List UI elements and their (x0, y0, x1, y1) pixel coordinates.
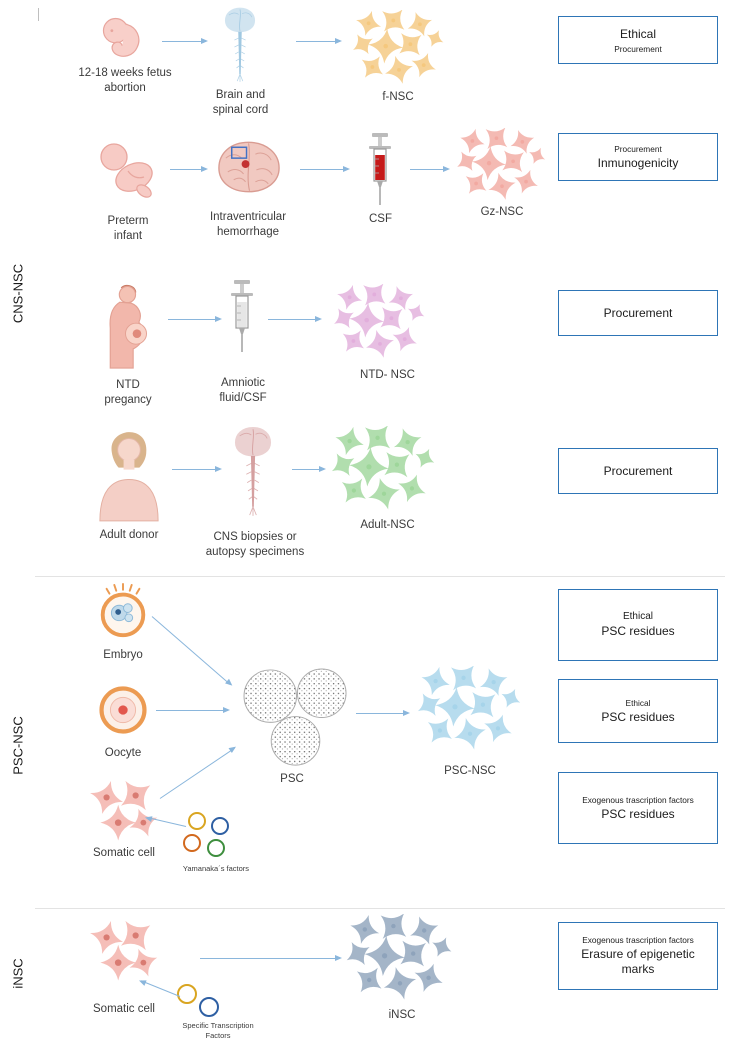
label-somatic-cell-psc: Somatic cell (93, 847, 155, 859)
issue-line: PSC residues (601, 624, 675, 638)
preterm-infant-icon (92, 128, 162, 210)
issue-line: Exogenous trascription factors (582, 794, 694, 805)
arrow-brain-to-fnsc (296, 37, 342, 44)
transcription-factor-circle-yellow (177, 984, 197, 1004)
label-adult-donor: Adult donor (99, 529, 159, 541)
label-yamanaka-factors: Yamanaka´s factors (182, 864, 250, 873)
issue-line: Erasure of epigenetic marks (581, 947, 695, 976)
issue-line: Procurement (603, 305, 673, 320)
label-preterm-infant: Preterm infant (107, 215, 149, 242)
somatic-cell-icon-insc (84, 920, 164, 982)
label-pscnsc: PSC-NSC (444, 765, 496, 777)
arrow-cns-to-adultnsc (292, 465, 326, 472)
label-intraventricular-hemorrhage: Intraventricular hemorrhage (209, 211, 287, 238)
issue-box-adultnsc: Procurement (558, 448, 718, 494)
section-tick (38, 8, 39, 21)
arrow-adult-to-cns (172, 465, 222, 472)
yamanaka-factor-circle-green (207, 839, 225, 857)
arrow-somatic-to-psc (159, 747, 235, 799)
csf-syringe-icon (366, 133, 394, 207)
label-embryo: Embryo (103, 649, 143, 661)
arrow-somatic-to-insc (200, 954, 342, 961)
gznsc-cells-icon (452, 128, 552, 202)
label-oocyte: Oocyte (104, 747, 142, 759)
embryo-icon (94, 582, 152, 642)
issue-box-fnsc: Ethical Procurement (558, 16, 718, 64)
transcription-factor-circle-blue (199, 997, 219, 1017)
issue-box-gznsc: Procurement Inmunogenicity (558, 133, 718, 181)
issue-box-somatic: Exogenous trascription factors PSC resid… (558, 772, 718, 844)
yamanaka-factor-circle-yellow (188, 812, 206, 830)
issue-box-ntdnsc: Procurement (558, 290, 718, 336)
arrow-fluid-to-ntdnsc (268, 315, 322, 322)
section-divider-2 (35, 908, 725, 909)
issue-line: Ethical (619, 26, 657, 41)
fetus-icon (95, 12, 153, 68)
issue-line: Procurement (614, 143, 662, 154)
issue-line: Ethical (622, 611, 653, 622)
arrow-infant-to-brain (170, 165, 208, 172)
psc-colonies-icon (240, 668, 352, 770)
section-label-psc-nsc: PSC-NSC (10, 716, 26, 775)
issue-line: Procurement (603, 463, 673, 478)
issue-line: PSC residues (601, 709, 675, 724)
label-psc: PSC (280, 773, 304, 785)
issue-line: Inmunogenicity (597, 155, 679, 170)
issue-line: Procurement (614, 43, 662, 54)
yamanaka-factor-circle-orange (183, 834, 201, 852)
pscnsc-cells-icon (416, 666, 524, 752)
arrow-oocyte-to-psc (156, 706, 230, 713)
ntdnsc-cells-icon (328, 284, 432, 360)
arrow-fetus-to-brain (162, 37, 208, 44)
arrow-factors-to-somatic-insc (140, 980, 181, 997)
section-divider-1 (35, 576, 725, 577)
cns-biopsy-icon (228, 422, 278, 524)
adultnsc-cells-icon (330, 426, 438, 512)
arrow-psc-to-pscnsc (356, 709, 410, 716)
label-ntd-pregnancy: NTD pregancy (104, 379, 152, 406)
label-adultnsc: Adult-NSC (360, 519, 415, 531)
issue-box-insc: Exogenous trascription factors Erasure o… (558, 922, 718, 990)
brain-spinal-cord-icon (216, 6, 264, 86)
label-csf: CSF (369, 213, 392, 225)
arrow-embryo-to-psc (151, 616, 231, 686)
section-label-insc: iNSC (10, 958, 26, 989)
arrow-brain-to-csf (300, 165, 350, 172)
arrow-pregnancy-to-fluid (168, 315, 222, 322)
arrow-csf-to-gznsc (410, 165, 450, 172)
issue-line: Exogenous trascription factors (582, 935, 694, 945)
label-insc: iNSC (388, 1009, 416, 1021)
amniotic-syringe-icon (228, 280, 256, 354)
label-brain-spinal-cord: Brain and spinal cord (212, 89, 269, 116)
label-specific-transcription-factors: Specific Transcription Factors (182, 1021, 254, 1040)
somatic-cell-icon (84, 780, 164, 842)
issue-box-embryo: Ethical PSC residues (558, 589, 718, 661)
pregnant-woman-icon (95, 282, 157, 372)
oocyte-icon (95, 682, 151, 738)
label-cns-biopsies: CNS biopsies or autopsy specimens (205, 531, 305, 558)
label-fnsc: f-NSC (382, 91, 414, 103)
label-fetus-source: 12-18 weeks fetus abortion (78, 67, 172, 94)
label-gznsc: Gz-NSC (480, 206, 524, 218)
label-amniotic-fluid: Amniotic fluid/CSF (219, 377, 267, 404)
issue-line: PSC residues (601, 806, 675, 821)
brain-hemorrhage-icon (212, 138, 286, 198)
insc-cells-icon (345, 914, 455, 1002)
label-ntdnsc: NTD- NSC (360, 369, 415, 381)
label-somatic-cell-insc: Somatic cell (93, 1003, 155, 1015)
issue-line: Ethical (625, 697, 651, 708)
fnsc-cells-icon (348, 10, 450, 86)
section-label-cns-nsc: CNS-NSC (10, 263, 26, 324)
issue-box-oocyte: Ethical PSC residues (558, 679, 718, 743)
adult-donor-icon (92, 430, 166, 524)
yamanaka-factor-circle-blue (211, 817, 229, 835)
